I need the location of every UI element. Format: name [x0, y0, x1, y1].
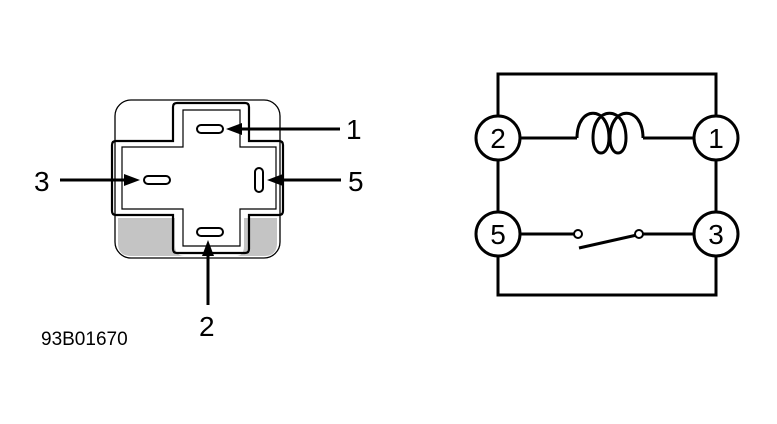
pin-1-arrow	[226, 123, 340, 135]
switch-blade	[578, 233, 638, 250]
terminal-2-slot	[196, 227, 224, 237]
terminal-1-slot	[196, 124, 224, 134]
svg-text:2: 2	[490, 123, 506, 154]
coil-symbol	[575, 111, 645, 155]
svg-text:1: 1	[708, 123, 724, 154]
terminal-3-slot	[143, 175, 171, 185]
node-2: 2	[474, 114, 522, 162]
pin-2-arrow	[202, 240, 214, 305]
relay-schematic: 2 1 5 3	[474, 72, 740, 297]
frame-wire	[496, 256, 718, 297]
frame-wire	[496, 72, 718, 116]
housing-shade	[236, 218, 277, 256]
pin-5-arrow	[267, 174, 341, 186]
switch-contact-left	[573, 229, 583, 239]
connector-view: 1 3 5 2	[34, 99, 364, 342]
node-5: 5	[474, 210, 522, 258]
connector-cross-outer	[110, 101, 285, 255]
pin-label-1: 1	[346, 114, 362, 145]
switch-contact-right	[634, 229, 644, 239]
svg-text:5: 5	[490, 219, 506, 250]
pin-label-2: 2	[199, 311, 215, 342]
terminal-5-slot	[254, 167, 264, 193]
node-1: 1	[692, 114, 740, 162]
svg-text:3: 3	[708, 219, 724, 250]
node-3: 3	[692, 210, 740, 258]
pin-label-5: 5	[348, 166, 364, 197]
pin-3-arrow	[60, 174, 140, 186]
connector-cross-inner	[121, 109, 277, 247]
pin-label-3: 3	[34, 166, 50, 197]
figure-id: 93B01670	[41, 329, 128, 350]
housing-shade	[118, 218, 185, 256]
